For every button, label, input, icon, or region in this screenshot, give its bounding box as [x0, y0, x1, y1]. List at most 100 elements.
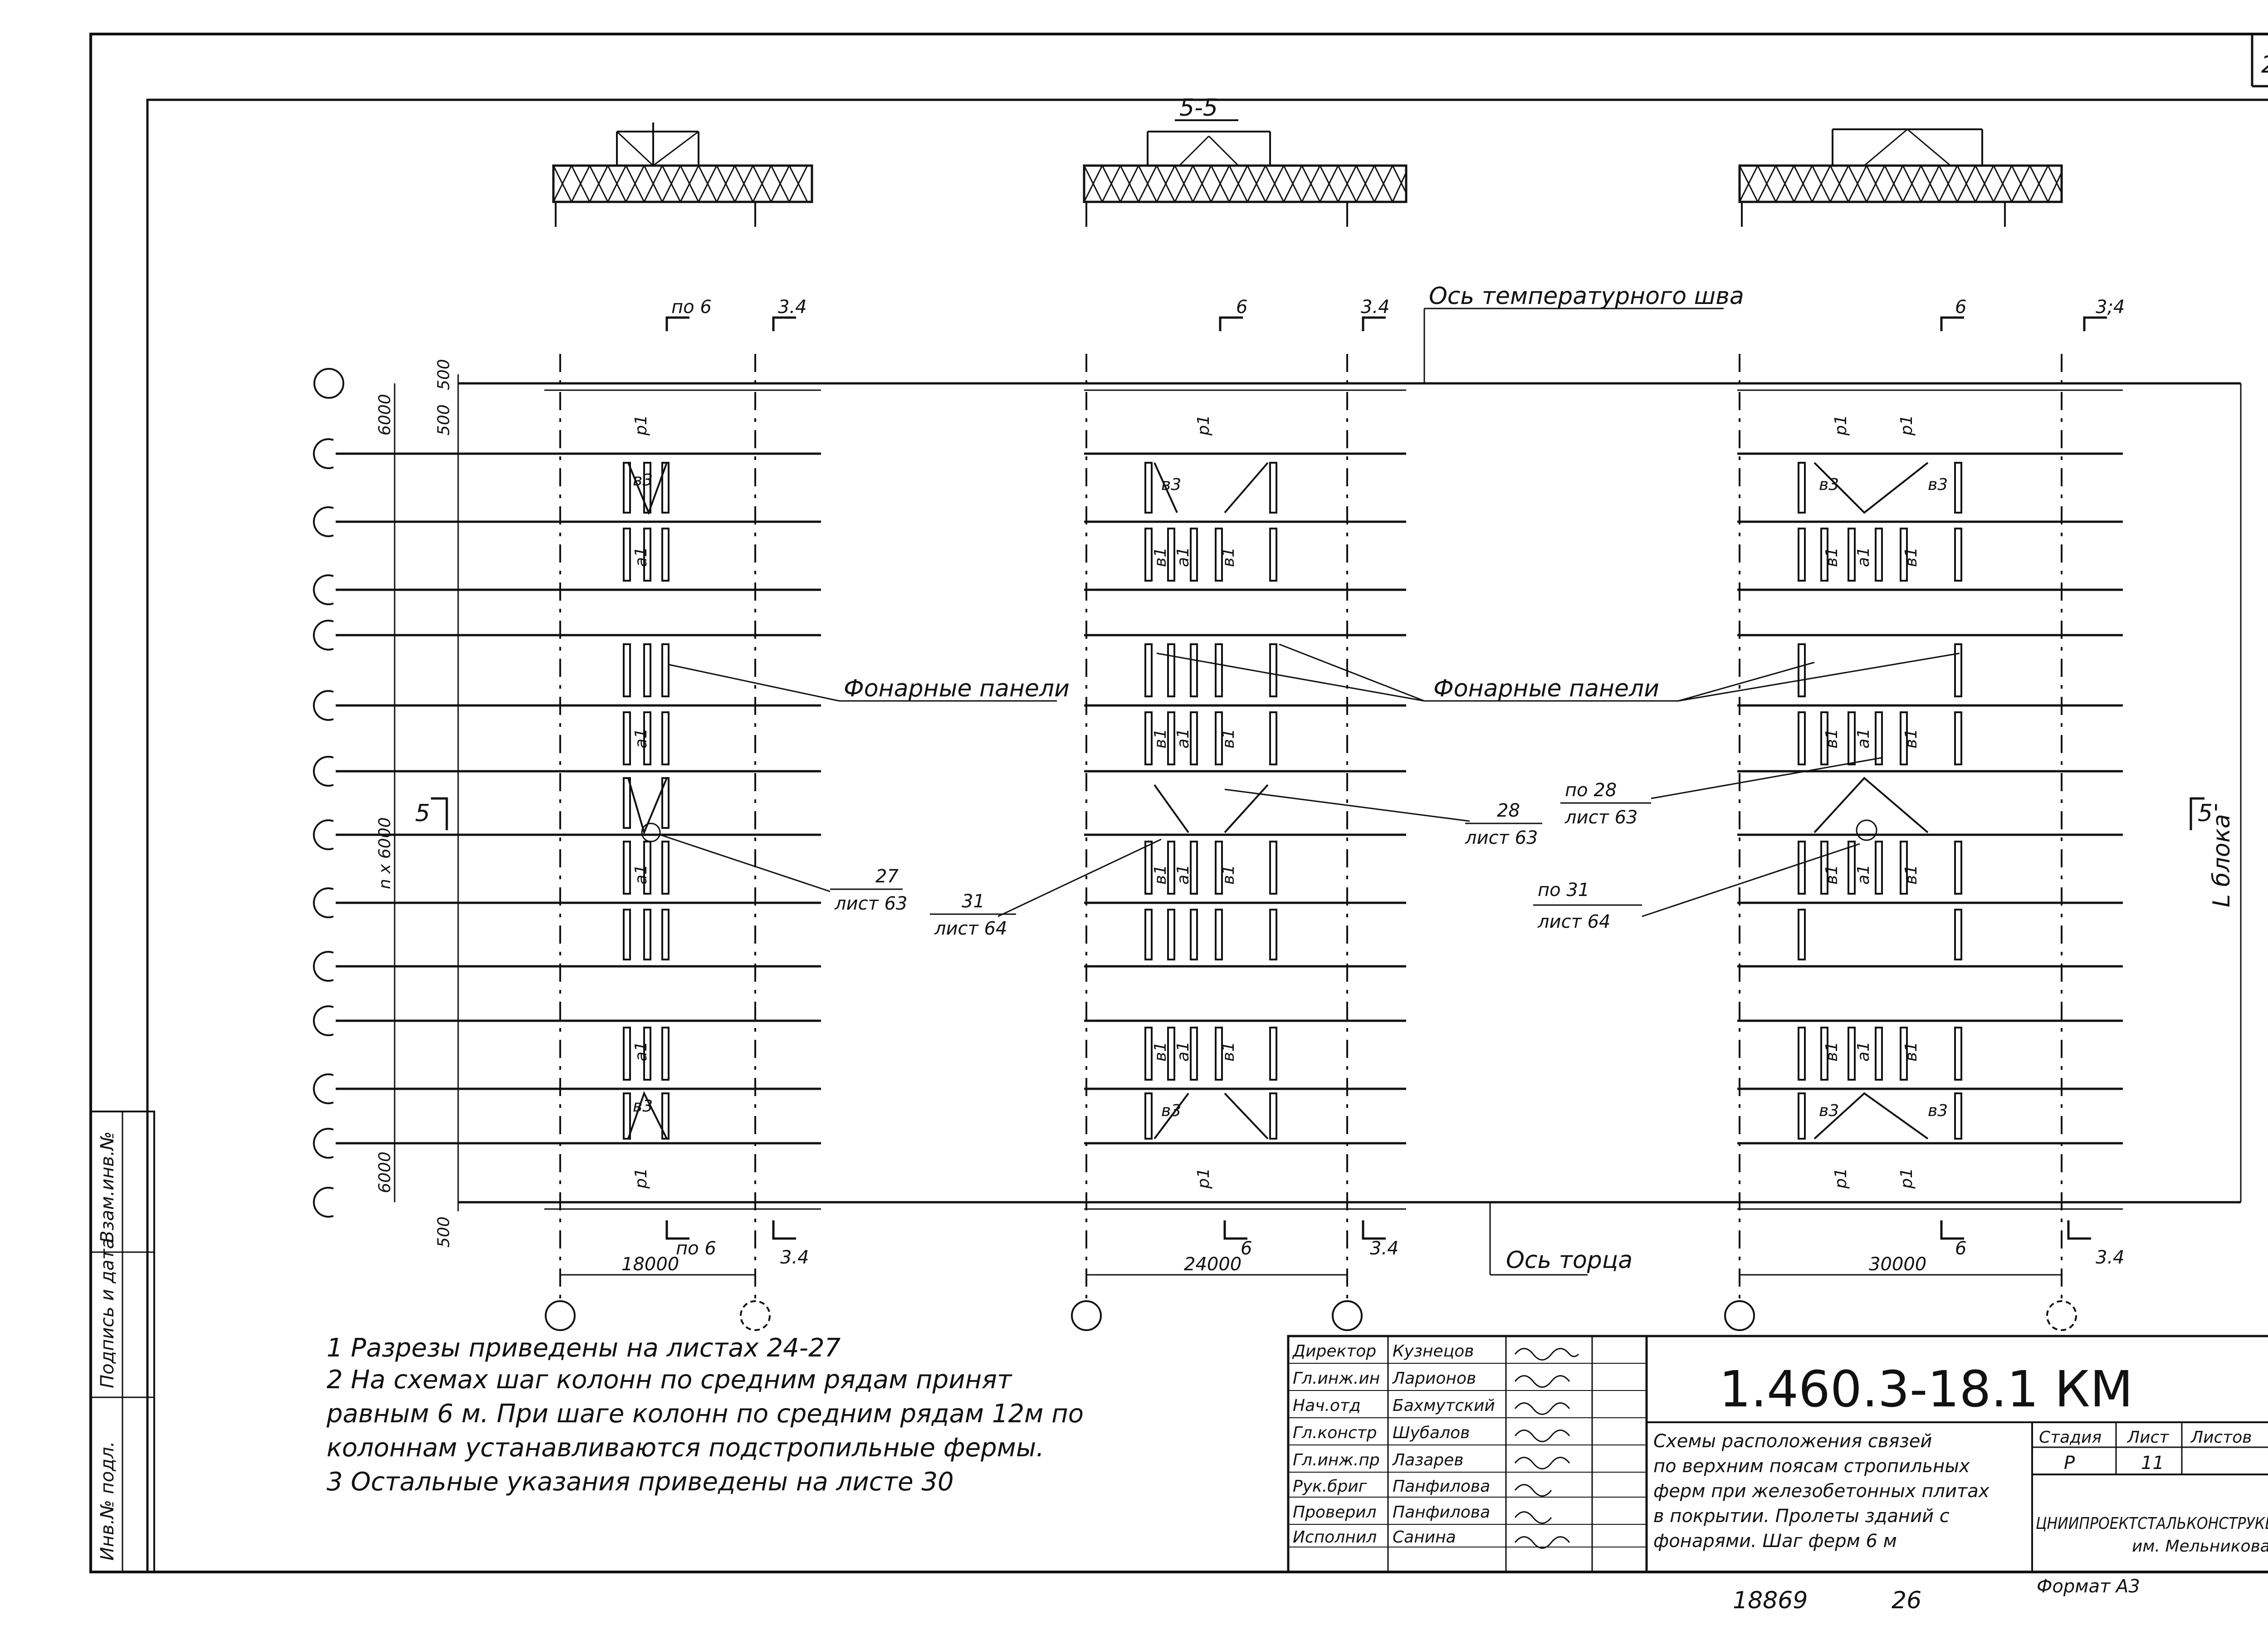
lantern-panels-left: Фонарные панели: [844, 675, 1070, 702]
brace-label: а1: [1174, 547, 1193, 567]
svg-text:28: 28: [1497, 800, 1520, 821]
side-stamp: Инв.№ подл. Подпись и дата Взам.инв.№: [90, 1111, 155, 1573]
dim-n6000: n x 6000: [376, 817, 394, 889]
brace-label: в3: [1819, 1102, 1839, 1120]
document-code: 1.460.3-18.1 КМ: [1719, 1360, 2133, 1418]
cut-label: 3.4: [2096, 1247, 2125, 1268]
sheet-references: 27 лист 63 31 лист 64 28 лист 63 по 28 л…: [830, 780, 1651, 939]
brace-label: в3: [1928, 475, 1948, 494]
organization: ЦНИИПРОЕКТСТАЛЬКОНСТРУКЦИЯ: [2036, 1514, 2268, 1533]
sig-role: Нач.отд: [1293, 1396, 1361, 1415]
brace-label: а1: [1854, 728, 1873, 749]
svg-text:колоннам устанавливаются подст: колоннам устанавливаются подстропильные …: [327, 1433, 1044, 1463]
cut-label: по 6: [671, 297, 712, 318]
svg-text:31: 31: [962, 891, 985, 912]
brace-label: в3: [633, 471, 653, 490]
brace-label: а1: [1854, 1041, 1873, 1062]
stage-label: Стадия: [2039, 1428, 2102, 1447]
svg-text:27: 27: [875, 866, 899, 887]
brace-label: р1: [1194, 1168, 1213, 1189]
lantern-panels-right: Фонарные панели: [1433, 675, 1659, 702]
cut-label: 6: [1955, 297, 1966, 318]
span-30000: 30000: [1869, 1254, 1926, 1275]
brace-label: р1: [632, 1168, 650, 1189]
dim-6000-bottom: 6000: [376, 1151, 394, 1193]
inner-frame: [146, 98, 2268, 1573]
brace-label: а1: [1854, 547, 1873, 567]
svg-text:лист 63: лист 63: [1465, 827, 1538, 848]
svg-text:по 28: по 28: [1565, 780, 1617, 801]
sheet-no-value: 11: [2141, 1453, 2164, 1474]
cut-label: 3.4: [778, 297, 807, 318]
leader-lines: [641, 643, 1960, 917]
sig-name: Шубалов: [1393, 1424, 1470, 1442]
brace-label: а1: [632, 1041, 650, 1062]
svg-text:равным 6 м. При шаге колонн по: равным 6 м. При шаге колонн по средним р…: [326, 1399, 1084, 1429]
side-stamp-inv: Инв.№ подл.: [97, 1441, 118, 1561]
brace-label: а1: [632, 728, 650, 749]
svg-text:1 Разрезы приведены на листах: 1 Разрезы приведены на листах 24-27: [327, 1333, 841, 1363]
svg-text:лист 64: лист 64: [1537, 911, 1610, 932]
sig-name: Кузнецов: [1393, 1342, 1474, 1361]
row-axis-markers: [313, 368, 344, 1218]
dim-6000-top: 6000: [376, 394, 394, 436]
column-axis-markers: [545, 1300, 2077, 1331]
sig-name: Панфилова: [1393, 1477, 1490, 1496]
brace-label: в1: [1219, 547, 1238, 567]
cut-label: 3;4: [2096, 297, 2125, 318]
side-stamp-replace: Взам.инв.№: [97, 1131, 118, 1243]
cut-label-5p: 5': [2198, 800, 2219, 827]
cut-label: 3.4: [1370, 1238, 1399, 1259]
sig-name: Бахмутский: [1393, 1396, 1495, 1415]
drawing-title-line: фонарями. Шаг ферм 6 м: [1653, 1531, 1897, 1552]
brace-label: в1: [1219, 729, 1238, 749]
sig-name: Ларионов: [1392, 1369, 1476, 1388]
brace-label: р1: [1832, 1168, 1850, 1189]
cut-label: 3.4: [780, 1247, 809, 1268]
brace-label: в1: [1902, 729, 1921, 749]
brace-label: а1: [1174, 864, 1193, 885]
dim-500-b: 500: [435, 359, 453, 390]
brace-label: в1: [1902, 547, 1921, 567]
brace-label: в1: [1151, 1042, 1170, 1062]
drawing-title-line: по верхним поясам стропильных: [1653, 1456, 1970, 1477]
brace-label: в1: [1151, 547, 1170, 567]
drawing-title-line: ферм при железобетонных плитах: [1653, 1481, 1989, 1502]
brace-label: а1: [632, 547, 650, 567]
span-18000: 18000: [621, 1254, 679, 1275]
brace-label: в3: [1161, 475, 1181, 494]
sig-role: Проверил: [1293, 1503, 1377, 1522]
cut-label: 6: [1236, 297, 1247, 318]
svg-text:2 На схемах шаг колонн по сред: 2 На схемах шаг колонн по средним рядам …: [327, 1365, 1012, 1395]
sig-role: Рук.бриг: [1293, 1477, 1368, 1496]
cross-bracing: [627, 462, 1929, 1140]
brace-label: в1: [1902, 1042, 1921, 1062]
general-notes: 1 Разрезы приведены на листах 24-27 2 На…: [326, 1333, 1084, 1497]
brace-label: а1: [632, 864, 650, 885]
side-stamp-sign: Подпись и дата: [97, 1238, 118, 1388]
sig-role: Гл.инж.ин: [1293, 1369, 1380, 1388]
panel-bars: [623, 462, 1962, 1140]
span-24000: 24000: [1184, 1254, 1242, 1275]
signature-scribbles: [1514, 1348, 1579, 1549]
brace-label: р1: [1897, 415, 1916, 436]
cut-marks: [431, 316, 2204, 1240]
temp-joint-double-lines: [544, 389, 2123, 1210]
brace-label: в1: [1219, 865, 1238, 885]
svg-text:по 31: по 31: [1538, 880, 1589, 901]
sig-name: Санина: [1393, 1528, 1456, 1547]
brace-label: р1: [1897, 1168, 1916, 1189]
brace-label: р1: [1194, 415, 1213, 436]
brace-label: в3: [1161, 1102, 1181, 1120]
brace-label: в1: [1823, 865, 1841, 885]
column-axes: [559, 354, 2063, 1302]
organization-sub: им. Мельникова: [2132, 1537, 2268, 1556]
section-views: 5-5: [552, 94, 2063, 227]
temp-joint-axis: Ось температурного шва: [1429, 283, 1744, 310]
sig-role: Гл.констр: [1293, 1424, 1377, 1442]
brace-label: а1: [1854, 864, 1873, 885]
svg-text:лист 63: лист 63: [834, 893, 907, 914]
drawing-title-line: в покрытии. Пролеты зданий с: [1653, 1506, 1950, 1527]
block-length: L блока: [2208, 814, 2235, 907]
section-5-5-label: 5-5: [1179, 94, 1218, 122]
